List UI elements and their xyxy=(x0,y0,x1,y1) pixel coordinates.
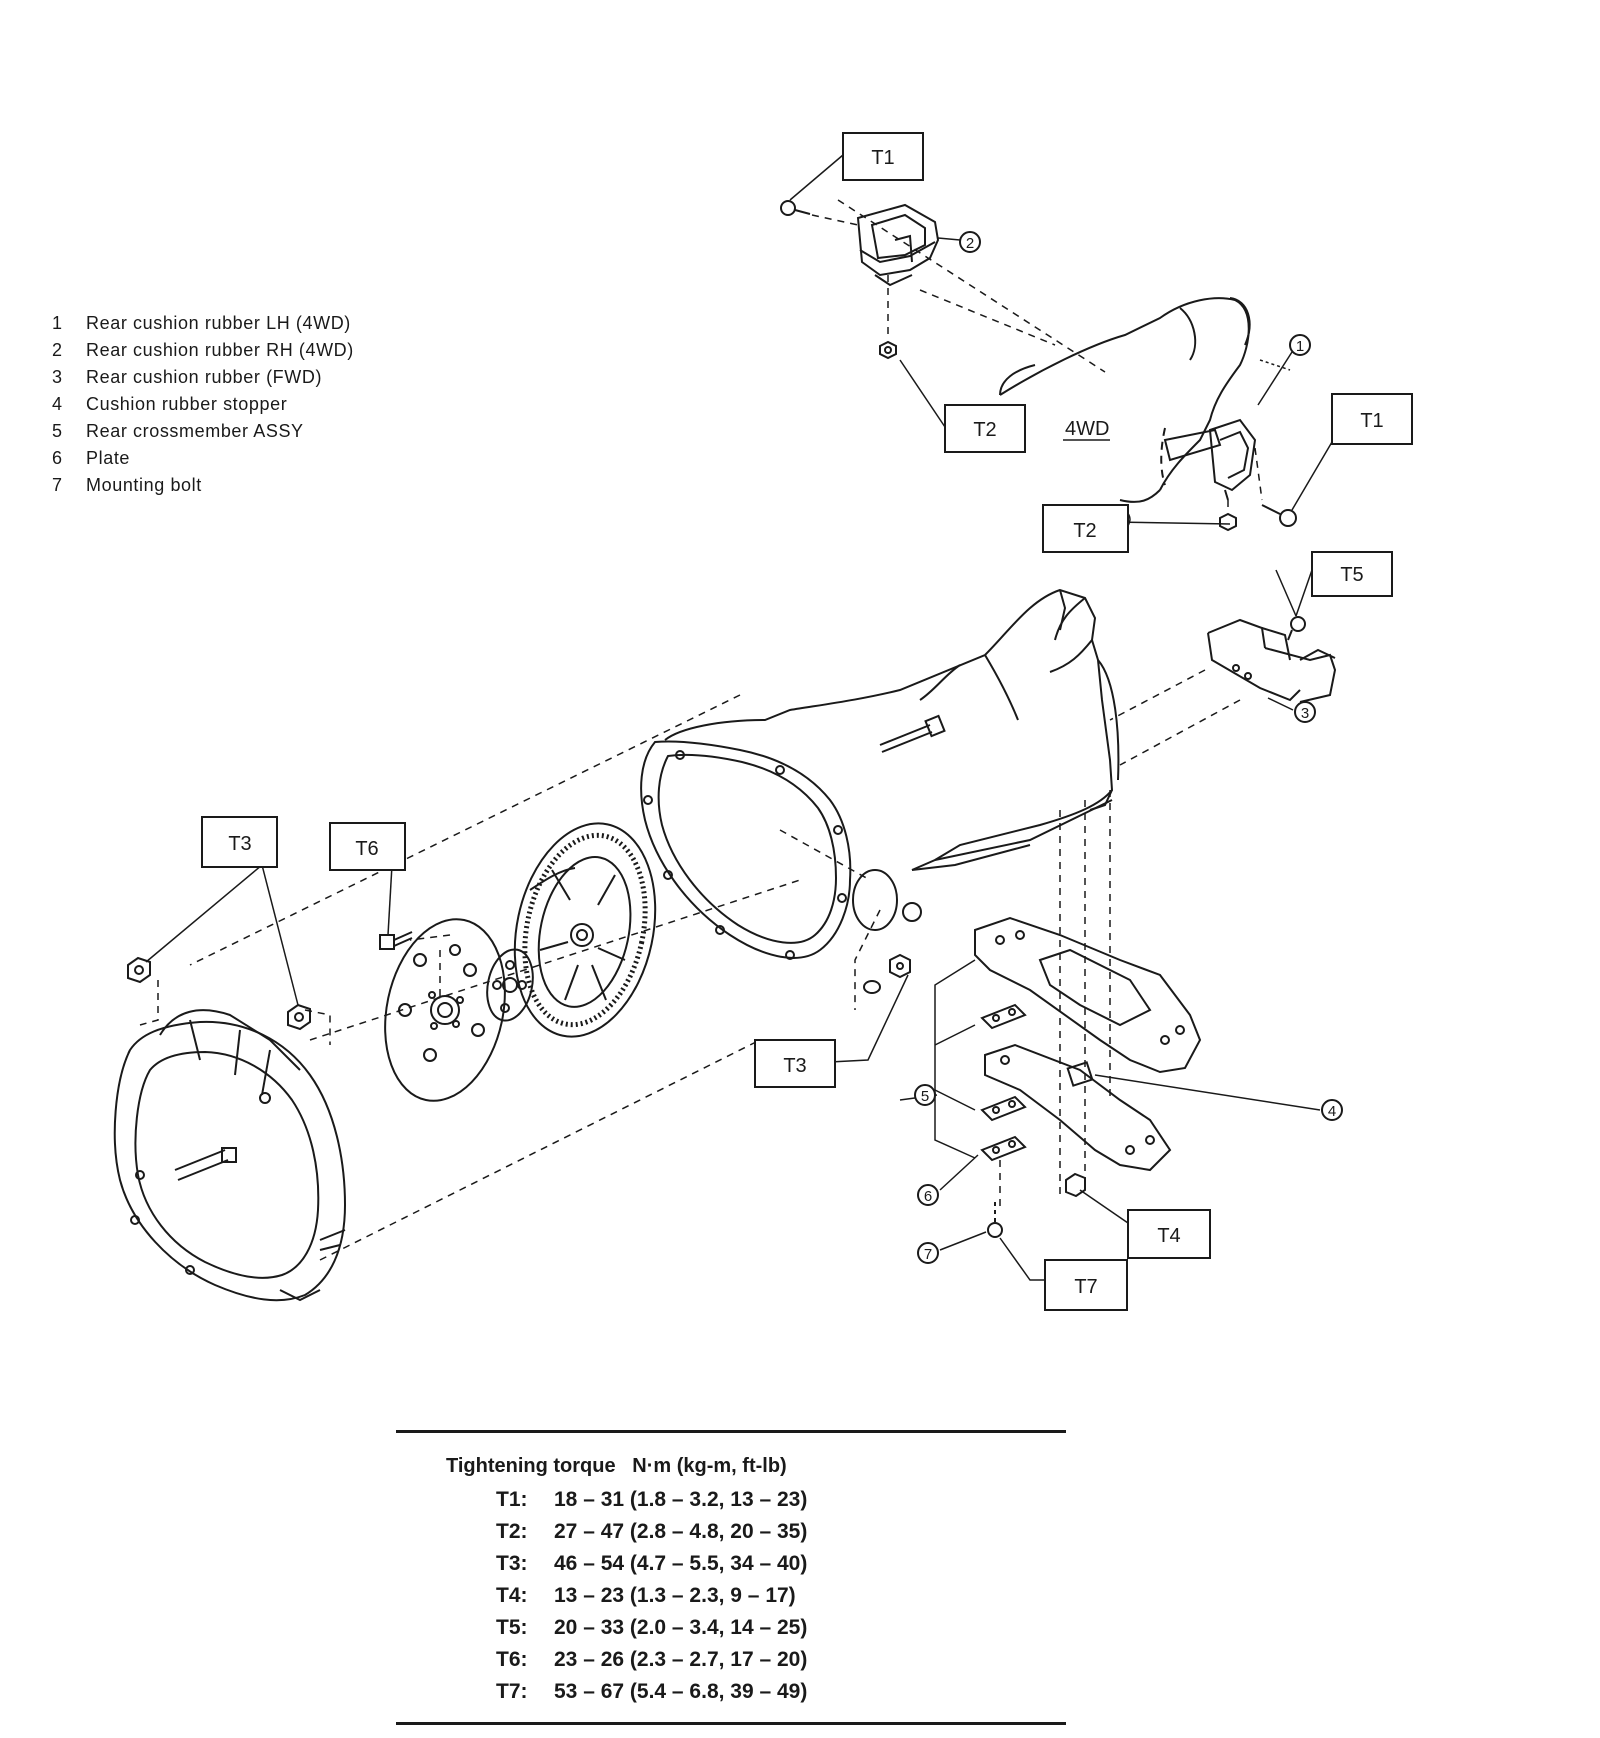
svg-text:7: 7 xyxy=(924,1246,932,1263)
marker-1: 1 xyxy=(1289,334,1311,356)
torque-converter xyxy=(513,822,657,1038)
torque-units: N·m (kg-m, ft-lb) xyxy=(632,1455,787,1477)
rear-cushion-rubber-lh xyxy=(1163,418,1257,501)
t3-nut-left xyxy=(127,956,151,984)
t6-bolt xyxy=(379,931,413,950)
t3-nut-center xyxy=(287,1003,311,1031)
rear-cushion-rubber-fwd xyxy=(1207,618,1337,703)
svg-text:T2: T2 xyxy=(1073,520,1096,542)
svg-text:3: 3 xyxy=(1301,705,1309,722)
marker-6: 6 xyxy=(917,1184,939,1206)
svg-text:4WD: 4WD xyxy=(1065,418,1109,440)
4wd-rear-extension xyxy=(999,297,1251,503)
callout-t5: T5 xyxy=(1311,551,1393,597)
top-rule xyxy=(396,1430,1066,1433)
plates xyxy=(980,1003,1027,1162)
rear-cushion-rubber-rh xyxy=(856,203,940,287)
bottom-rule xyxy=(396,1722,1066,1725)
t1-bolt-top xyxy=(780,200,811,216)
marker-3: 3 xyxy=(1294,701,1316,723)
svg-text:T7: T7 xyxy=(1074,1276,1097,1298)
callout-t2-right: T2 xyxy=(1042,504,1129,553)
marker-4: 4 xyxy=(1321,1099,1343,1121)
torque-row: T6:23 – 26 (2.3 – 2.7, 17 – 20) xyxy=(496,1648,808,1671)
svg-text:T1: T1 xyxy=(1360,410,1383,432)
svg-text:6: 6 xyxy=(924,1188,932,1205)
svg-text:4: 4 xyxy=(1328,1103,1336,1120)
assembly-lines-top xyxy=(811,199,1263,512)
torque-row: T3:46 – 54 (4.7 – 5.5, 34 – 40) xyxy=(496,1552,808,1575)
t5-bolt xyxy=(1287,616,1306,641)
callout-t1-right: T1 xyxy=(1331,393,1413,445)
crossmember-bracket xyxy=(934,959,976,1159)
label-4wd: 4WD xyxy=(1063,418,1110,441)
t4-nut xyxy=(1065,1172,1086,1198)
svg-text:T2: T2 xyxy=(973,419,996,441)
torque-row: T2:27 – 47 (2.8 – 4.8, 20 – 35) xyxy=(496,1520,808,1543)
t3-washer-nut xyxy=(863,953,911,994)
t2-nut-top xyxy=(879,340,897,360)
callout-t2-top: T2 xyxy=(944,404,1026,453)
svg-text:T3: T3 xyxy=(228,833,251,855)
torque-title: Tightening torque N·m (kg-m, ft-lb) xyxy=(446,1455,1066,1478)
callout-t4: T4 xyxy=(1127,1209,1211,1259)
drive-plate xyxy=(384,918,506,1102)
svg-text:2: 2 xyxy=(966,235,974,252)
torque-row: T7:53 – 67 (5.4 – 6.8, 39 – 49) xyxy=(496,1680,808,1703)
svg-text:T3: T3 xyxy=(783,1055,806,1077)
callout-t3-right: T3 xyxy=(754,1039,836,1088)
rear-crossmember xyxy=(974,916,1202,1172)
callout-t1-top: T1 xyxy=(842,132,924,181)
assembly-lines-main xyxy=(139,669,1241,1261)
torque-row: T5:20 – 33 (2.0 – 3.4, 14 – 25) xyxy=(496,1616,808,1639)
mounting-bolt xyxy=(987,1200,1003,1238)
svg-text:T5: T5 xyxy=(1340,564,1363,586)
torque-row: T1:18 – 31 (1.8 – 3.2, 13 – 23) xyxy=(496,1488,808,1511)
svg-text:5: 5 xyxy=(921,1088,929,1105)
svg-text:T1: T1 xyxy=(871,147,894,169)
marker-5: 5 xyxy=(914,1084,936,1106)
svg-text:T4: T4 xyxy=(1157,1225,1180,1247)
marker-2: 2 xyxy=(959,231,981,253)
svg-text:T6: T6 xyxy=(355,838,378,860)
transmission-long-bolt xyxy=(879,714,946,753)
callout-t3-left: T3 xyxy=(201,816,278,868)
transmission-case xyxy=(664,588,1120,871)
callout-t6: T6 xyxy=(329,822,406,871)
callout-t7: T7 xyxy=(1044,1259,1128,1311)
torque-table: Tightening torque N·m (kg-m, ft-lb) T1:1… xyxy=(396,1430,1066,1725)
svg-text:1: 1 xyxy=(1296,338,1304,355)
torque-row: T4:13 – 23 (1.3 – 2.3, 9 – 17) xyxy=(496,1584,796,1607)
transmission-bell-flange xyxy=(640,740,922,960)
marker-7: 7 xyxy=(917,1242,939,1264)
converter-housing xyxy=(113,1009,347,1302)
torque-title-text: Tightening torque xyxy=(446,1455,616,1477)
t2-nut-right xyxy=(1219,512,1237,532)
t1-bolt-right xyxy=(1261,504,1297,527)
